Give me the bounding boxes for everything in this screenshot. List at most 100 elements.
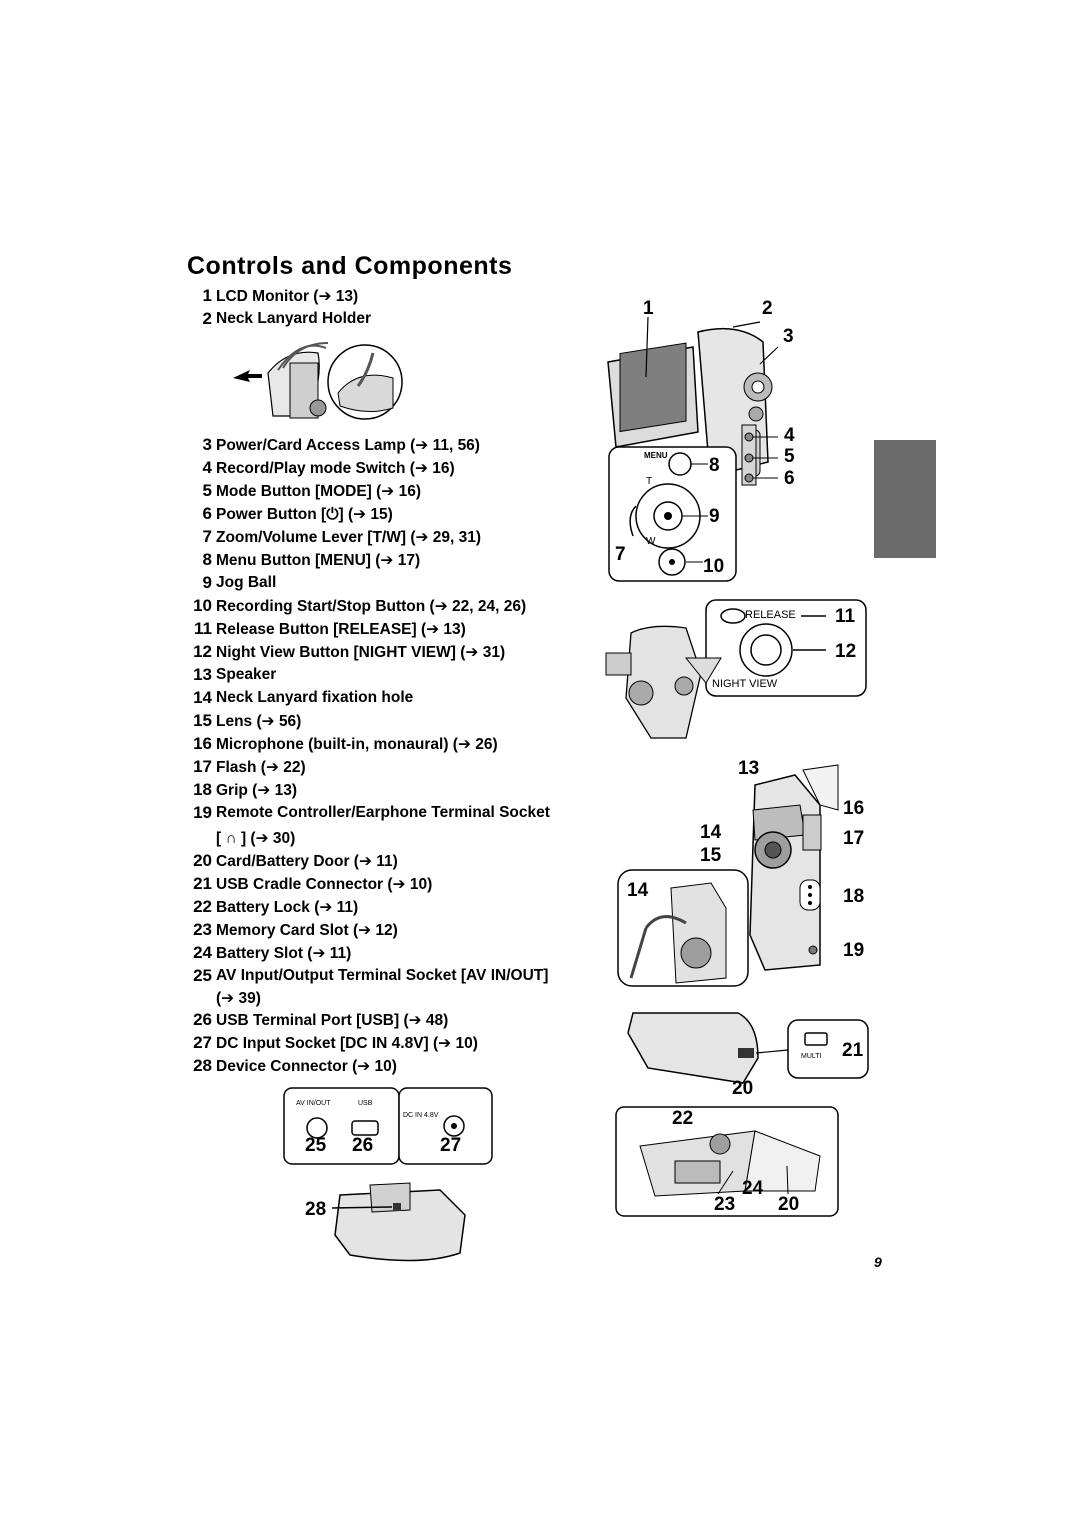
- item-number: 5: [202, 481, 212, 500]
- callout-number: 20: [778, 1194, 800, 1215]
- item-number: 21: [193, 874, 212, 893]
- item-number: 25: [193, 966, 212, 985]
- cradle-figure: [331, 1182, 466, 1262]
- item-text: Memory Card Slot (➔ 12): [216, 922, 398, 939]
- av-in-out-label: AV IN/OUT: [296, 1100, 331, 1107]
- item-number: 4: [202, 458, 212, 477]
- item-number: 14: [193, 688, 212, 707]
- callout-number: 27: [440, 1135, 462, 1156]
- item-number: 20: [193, 851, 212, 870]
- item-number: 10: [193, 596, 212, 615]
- t-label: T: [646, 476, 653, 487]
- item-text: Night View Button [NIGHT VIEW] (➔ 31): [216, 644, 506, 661]
- item-number: 9: [202, 573, 212, 592]
- menu-label: MENU: [644, 451, 668, 460]
- callout-number: 16: [843, 798, 865, 819]
- callout-number: 11: [835, 606, 856, 627]
- callout-number: 20: [732, 1078, 754, 1099]
- lanyard-fixation-figure: [617, 869, 749, 987]
- callout-number: 12: [835, 641, 857, 662]
- jog-ball-figure: [608, 446, 737, 582]
- item-number: 13: [193, 665, 212, 684]
- callout-number: 7: [615, 544, 626, 565]
- item-text: Device Connector (➔ 10): [216, 1058, 397, 1075]
- item-text: Neck Lanyard Holder: [216, 310, 372, 327]
- page-title: Controls and Components: [187, 252, 513, 280]
- release-figure: [605, 599, 867, 739]
- callout-number: 28: [305, 1199, 327, 1220]
- item-number: 28: [193, 1056, 212, 1075]
- item-text: Menu Button [MENU] (➔ 17): [216, 552, 421, 569]
- item-text: USB Cradle Connector (➔ 10): [216, 876, 433, 893]
- callout-number: 13: [738, 758, 760, 779]
- item-text: DC Input Socket [DC IN 4.8V] (➔ 10): [216, 1035, 478, 1052]
- terminals-figure: [283, 1087, 493, 1165]
- usb-connector-figure: [627, 1012, 869, 1084]
- callout-number: 5: [784, 446, 795, 467]
- item-number: 7: [202, 527, 212, 546]
- multi-label: MULTI: [801, 1053, 822, 1060]
- item-number: 3: [202, 435, 212, 454]
- callout-number: 22: [672, 1108, 694, 1129]
- callout-number: 2: [762, 298, 773, 319]
- item-number: 18: [193, 780, 212, 799]
- lanyard-figure: [233, 342, 403, 420]
- callout-number: 17: [843, 828, 865, 849]
- camera-side-figure: [749, 764, 839, 971]
- item-number: 26: [193, 1010, 212, 1029]
- item-19-continuation: [ ∩ ] (➔ 30): [216, 830, 296, 847]
- callout-number: 14: [700, 822, 722, 843]
- item-number: 27: [193, 1033, 212, 1052]
- night-view-label: NIGHT VIEW: [712, 678, 778, 690]
- item-text: Card/Battery Door (➔ 11): [216, 853, 398, 870]
- callout-number: 4: [784, 425, 795, 446]
- callout-number: 15: [700, 845, 722, 866]
- item-number: 22: [193, 897, 212, 916]
- item-number: 8: [202, 550, 212, 569]
- item-number: 24: [193, 943, 212, 962]
- item-number: 23: [193, 920, 212, 939]
- item-text: Battery Lock (➔ 11): [216, 899, 359, 916]
- item-number: 17: [193, 757, 212, 776]
- callout-number: 10: [703, 556, 725, 577]
- item-text: USB Terminal Port [USB] (➔ 48): [216, 1012, 449, 1029]
- callout-number: 3: [783, 326, 794, 347]
- item-text: Jog Ball: [216, 574, 277, 591]
- item-number: 6: [202, 504, 212, 523]
- item-text: Flash (➔ 22): [216, 759, 306, 776]
- item-text: Lens (➔ 56): [216, 713, 302, 730]
- section-tab: [874, 440, 936, 558]
- item-text: Remote Controller/Earphone Terminal Sock…: [216, 804, 550, 821]
- callout-number: 9: [709, 506, 720, 527]
- item-number: 12: [193, 642, 212, 661]
- item-number: 11: [194, 619, 212, 638]
- item-text: AV Input/Output Terminal Socket [AV IN/O…: [216, 967, 549, 984]
- item-number: 15: [193, 711, 212, 730]
- release-label: RELEASE: [745, 609, 796, 621]
- callout-number: 26: [352, 1135, 374, 1156]
- callout-number: 18: [843, 886, 865, 907]
- item-text: Battery Slot (➔ 11): [216, 945, 352, 962]
- item-number: 2: [202, 309, 212, 328]
- item-text: Grip (➔ 13): [216, 782, 298, 799]
- battery-door-figure: [615, 1106, 839, 1217]
- page-number: 9: [874, 1254, 882, 1270]
- item-text: Speaker: [216, 666, 277, 683]
- side-buttons-figure: [741, 424, 778, 486]
- callout-number: 6: [784, 468, 795, 489]
- usb-label: USB: [358, 1100, 373, 1107]
- callout-number: 21: [842, 1040, 864, 1061]
- item-text: Release Button [RELEASE] (➔ 13): [216, 621, 466, 638]
- item-text: LCD Monitor (➔ 13): [216, 288, 359, 305]
- item-number: 19: [193, 803, 212, 822]
- callout-number: 19: [843, 940, 865, 961]
- item-text: Recording Start/Stop Button (➔ 22, 24, 2…: [216, 598, 527, 615]
- item-text: Mode Button [MODE] (➔ 16): [216, 483, 421, 500]
- item-text: Neck Lanyard fixation hole: [216, 689, 414, 706]
- item-text: Power Button [⏻] (➔ 15): [216, 506, 393, 523]
- item-number: 16: [193, 734, 212, 753]
- item-number: 1: [202, 286, 212, 305]
- camera-main-figure: [607, 316, 779, 477]
- callout-number: 23: [714, 1194, 736, 1215]
- item-text: Power/Card Access Lamp (➔ 11, 56): [216, 437, 480, 454]
